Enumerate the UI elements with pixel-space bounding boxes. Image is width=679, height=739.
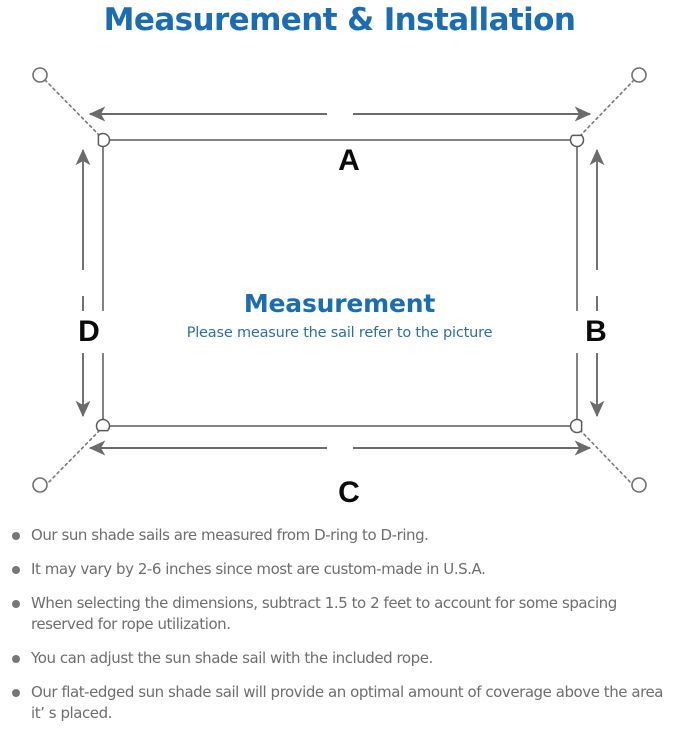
d-ring-top-right [569, 134, 585, 148]
note-text: It may vary by 2-6 inches since most are… [31, 560, 486, 578]
sail-body [102, 139, 578, 427]
bullet-icon [12, 566, 20, 574]
list-item: When selecting the dimensions, subtract … [0, 593, 679, 635]
d-ring-bottom-right [569, 418, 583, 434]
list-item: Our sun shade sails are measured from D-… [0, 525, 679, 546]
d-ring-top-left [97, 132, 111, 148]
bullet-icon [12, 532, 20, 540]
list-item: It may vary by 2-6 inches since most are… [0, 559, 679, 580]
dimension-label-b: B [575, 311, 617, 353]
list-item: Our flat-edged sun shade sail will provi… [0, 682, 679, 724]
list-item: You can adjust the sun shade sail with t… [0, 648, 679, 669]
diagram-svg [32, 67, 647, 493]
note-text: When selecting the dimensions, subtract … [31, 594, 617, 633]
anchor-point-top-left [32, 67, 48, 83]
rope-line-top-right [579, 79, 635, 137]
d-ring-bottom-left [95, 418, 111, 432]
notes-list: Our sun shade sails are measured from D-… [0, 525, 679, 737]
rope-line-bottom-left [44, 429, 101, 487]
dimension-label-a: A [320, 144, 378, 178]
bullet-icon [12, 600, 20, 608]
rope-line-bottom-right [579, 429, 635, 487]
anchor-point-bottom-left [32, 477, 48, 493]
anchor-points [32, 67, 647, 493]
bullet-icon [12, 689, 20, 697]
rope-lines [44, 79, 635, 487]
bullet-icon [12, 655, 20, 663]
sail-center-subheading: Please measure the sail refer to the pic… [186, 325, 493, 341]
page-title: Measurement & Installation [103, 2, 576, 38]
d-rings [95, 132, 585, 434]
note-text: Our flat-edged sun shade sail will provi… [31, 683, 664, 722]
sail-center-heading: Measurement [243, 289, 436, 318]
note-text: Our sun shade sails are measured from D-… [31, 526, 429, 544]
dimension-label-d: D [68, 311, 110, 353]
measurement-diagram: Measurement Please measure the sail refe… [0, 48, 679, 518]
anchor-point-bottom-right [631, 477, 647, 493]
dimension-label-c: C [320, 476, 378, 510]
rope-line-top-left [44, 79, 101, 137]
anchor-point-top-right [631, 67, 647, 83]
note-text: You can adjust the sun shade sail with t… [31, 649, 433, 667]
